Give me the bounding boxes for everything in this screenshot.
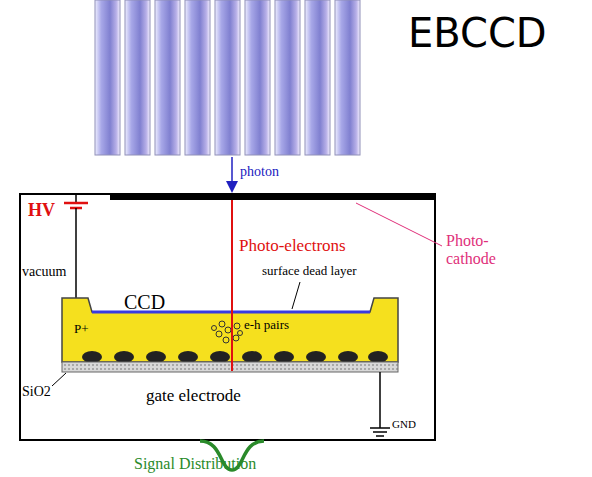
gate-electrodes: [82, 351, 388, 363]
dead-layer-label: surface dead layer: [262, 264, 357, 279]
ccd-label: CCD: [124, 291, 165, 314]
leader-line: [356, 203, 442, 246]
eh-pair-cluster: [212, 321, 243, 343]
voltage-label: HV: [28, 200, 55, 221]
photoelectron-label: Photo-electrons: [239, 236, 346, 256]
photon-label: photon: [240, 164, 279, 180]
sio2-label: SiO2: [22, 384, 51, 400]
photocathode: [110, 195, 435, 200]
fiber-bundle: [95, 0, 360, 155]
photoelectron-path: [231, 200, 233, 371]
eh-pairs-label: e-h pairs: [244, 318, 289, 333]
doping-label: P+: [74, 322, 89, 337]
diagram-title: EBCCD: [408, 10, 547, 56]
photon-arrow: [231, 157, 233, 190]
signal-label: Signal Distribution: [134, 455, 256, 473]
vacuum-housing: [20, 194, 435, 440]
battery-symbol: [64, 195, 88, 298]
sio2-layer: [62, 362, 398, 372]
vacuum-label: vacuum: [22, 264, 66, 280]
ground-label: GND: [392, 418, 416, 431]
ccd-body: [62, 298, 398, 362]
gate-electrode-label: gate electrode: [146, 386, 241, 406]
ground-symbol: [370, 372, 390, 436]
leader-line: [52, 373, 66, 386]
leader-line: [292, 282, 300, 309]
photocathode-label: Photo- cathode: [446, 232, 518, 269]
